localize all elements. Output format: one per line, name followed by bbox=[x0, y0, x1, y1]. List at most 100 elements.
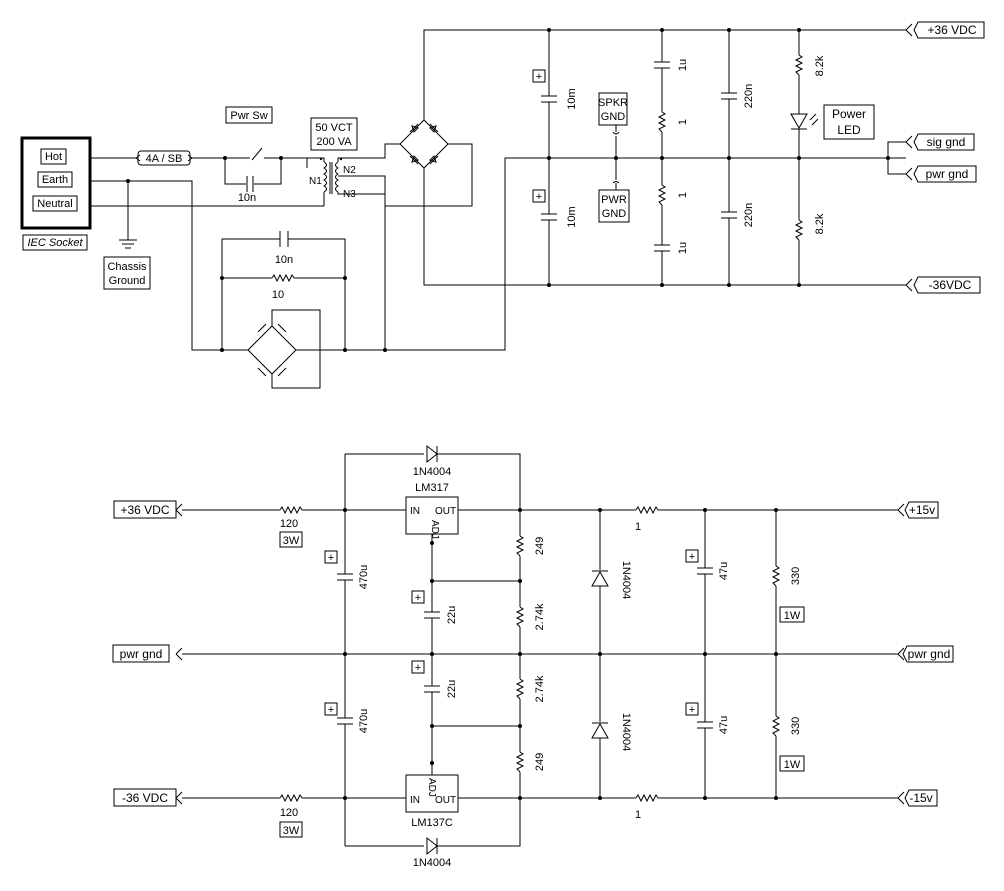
ground-loop-cap-label: 10n bbox=[275, 254, 293, 266]
load-res-bot-label: 330 bbox=[790, 717, 802, 735]
bypass-cap-top-label: 1u bbox=[677, 59, 689, 71]
chassis-ground-box bbox=[103, 256, 151, 290]
led-res-top-label: 8.2k bbox=[814, 55, 826, 76]
diode-bot-label: 1N4004 bbox=[413, 857, 452, 869]
pwr-gnd-box bbox=[598, 189, 630, 223]
power-supply-section: Hot Earth Neutral IEC Socket 4A / SB Pwr… bbox=[20, 21, 985, 389]
svg-text:+: + bbox=[415, 662, 421, 674]
load-res-top-w: 1W bbox=[784, 610, 801, 622]
switch-label-box bbox=[225, 106, 273, 124]
cap-470-top bbox=[337, 454, 353, 654]
neg-reg-label: LM137C bbox=[411, 817, 453, 829]
iec-hot-label: Hot bbox=[45, 151, 62, 163]
iec-earth-box bbox=[37, 171, 73, 188]
svg-text:+: + bbox=[536, 191, 542, 203]
terminal-minus36: -36VDC bbox=[905, 276, 981, 294]
terminal-plus36: +36 VDC bbox=[905, 21, 985, 39]
svg-text:pwr gnd: pwr gnd bbox=[926, 167, 969, 181]
main-bridge-rectifier bbox=[399, 119, 449, 169]
adj-net-bot bbox=[424, 654, 440, 775]
chassis-ground-label-1: Chassis bbox=[107, 261, 147, 273]
load-res-top-label: 330 bbox=[790, 567, 802, 585]
iec-hot-box bbox=[40, 148, 67, 165]
adj-net-top bbox=[424, 534, 440, 654]
res-249-top-label: 249 bbox=[534, 537, 546, 555]
bypass-res-top-label: 1 bbox=[677, 119, 689, 125]
svg-text:+: + bbox=[689, 704, 695, 716]
switch-snubber-wire bbox=[224, 158, 282, 185]
iec-socket bbox=[20, 136, 92, 230]
chassis-ground-label-2: Ground bbox=[109, 275, 146, 287]
clamp-diode-bot-label: 1N4004 bbox=[620, 713, 632, 752]
pwr-gnd-label-2: GND bbox=[602, 208, 627, 220]
bypass-cap-bot-label: 1u bbox=[677, 242, 689, 254]
pos-reg-label: LM317 bbox=[415, 482, 449, 494]
regulator-section: +36 VDC pwr gnd -36 VDC 120 3W 120 3W bbox=[112, 444, 954, 869]
reg-out-gnd: pwr gnd bbox=[897, 645, 954, 663]
cap-47-top bbox=[697, 510, 713, 654]
power-led-label-2: LED bbox=[837, 123, 861, 137]
svg-text:+: + bbox=[328, 704, 334, 716]
lm317-regulator bbox=[405, 496, 459, 535]
svg-text:+: + bbox=[536, 71, 542, 83]
svg-text:pwr gnd: pwr gnd bbox=[120, 647, 163, 661]
res-274-bot-label: 2.74k bbox=[534, 675, 546, 702]
res-249-bot-label: 249 bbox=[534, 753, 546, 771]
svg-text:-36 VDC: -36 VDC bbox=[122, 791, 168, 805]
cap-470-bot-label: 470u bbox=[358, 709, 370, 733]
svg-text:sig gnd: sig gnd bbox=[927, 135, 966, 149]
terminal-sig-gnd: sig gnd bbox=[905, 133, 975, 151]
iec-neutral-label: Neutral bbox=[37, 198, 72, 210]
transformer bbox=[307, 157, 347, 206]
ground-loop-res-label: 10 bbox=[272, 289, 284, 301]
svg-text:pwr gnd: pwr gnd bbox=[908, 647, 951, 661]
reg-out-plus15: +15v bbox=[897, 501, 939, 519]
bypass-res-bot-label: 1 bbox=[677, 192, 689, 198]
fuse bbox=[137, 150, 191, 166]
svg-text:ADJ: ADJ bbox=[426, 778, 437, 797]
reg-in-plus36: +36 VDC bbox=[113, 500, 183, 519]
cap-47-top-label: 47u bbox=[718, 562, 730, 580]
switch-cap-label: 10n bbox=[238, 192, 256, 204]
transformer-label-box bbox=[310, 117, 358, 151]
load-res-bot-w: 1W bbox=[784, 759, 801, 771]
clamp-diode-bot bbox=[591, 722, 609, 739]
svg-text:-15v: -15v bbox=[909, 791, 932, 805]
svg-text:+: + bbox=[415, 592, 421, 604]
led-res-bot-label: 8.2k bbox=[814, 213, 826, 234]
bypass-ladder-top bbox=[654, 30, 670, 158]
pwr-gnd-label-1: PWR bbox=[601, 194, 627, 206]
reg-in-minus36: -36 VDC bbox=[113, 788, 183, 807]
film-cap-top bbox=[721, 30, 737, 158]
power-led-symbol bbox=[790, 113, 808, 130]
lm137c-regulator bbox=[405, 774, 459, 813]
svg-text:IN: IN bbox=[410, 795, 420, 806]
svg-text:IN: IN bbox=[410, 506, 420, 517]
terminal-pwr-gnd: pwr gnd bbox=[905, 165, 977, 183]
reg-protect-diode-bot bbox=[426, 836, 438, 856]
earth-wire bbox=[90, 180, 222, 351]
svg-text:OUT: OUT bbox=[435, 795, 456, 806]
cap-470-top-label: 470u bbox=[358, 565, 370, 589]
power-switch bbox=[225, 147, 282, 161]
adj-cap-bot-label: 22u bbox=[446, 680, 458, 698]
cap-470-bottom bbox=[337, 654, 353, 846]
iec-caption-box bbox=[22, 234, 88, 251]
iec-neutral-box bbox=[32, 195, 78, 212]
rail-cap-plus-label: 10m bbox=[566, 88, 578, 109]
res-274-top-label: 2.74k bbox=[534, 603, 546, 630]
cap-47-bot-label: 47u bbox=[718, 716, 730, 734]
series-res-bot-w: 3W bbox=[283, 825, 300, 837]
power-led-box bbox=[823, 104, 875, 140]
diode-top-label: 1N4004 bbox=[413, 466, 452, 478]
film-cap-top-label: 220n bbox=[743, 84, 755, 108]
rail-cap-minus bbox=[541, 158, 557, 285]
bypass-ladder-bottom bbox=[654, 158, 670, 285]
ground-loop-bridge bbox=[247, 309, 321, 389]
fuse-label: 4A / SB bbox=[146, 153, 183, 165]
svg-text:+: + bbox=[689, 551, 695, 563]
iec-caption: IEC Socket bbox=[27, 237, 83, 249]
iec-earth-label: Earth bbox=[42, 174, 68, 186]
svg-text:+: + bbox=[328, 552, 334, 564]
transformer-label-1: 50 VCT bbox=[315, 122, 353, 134]
